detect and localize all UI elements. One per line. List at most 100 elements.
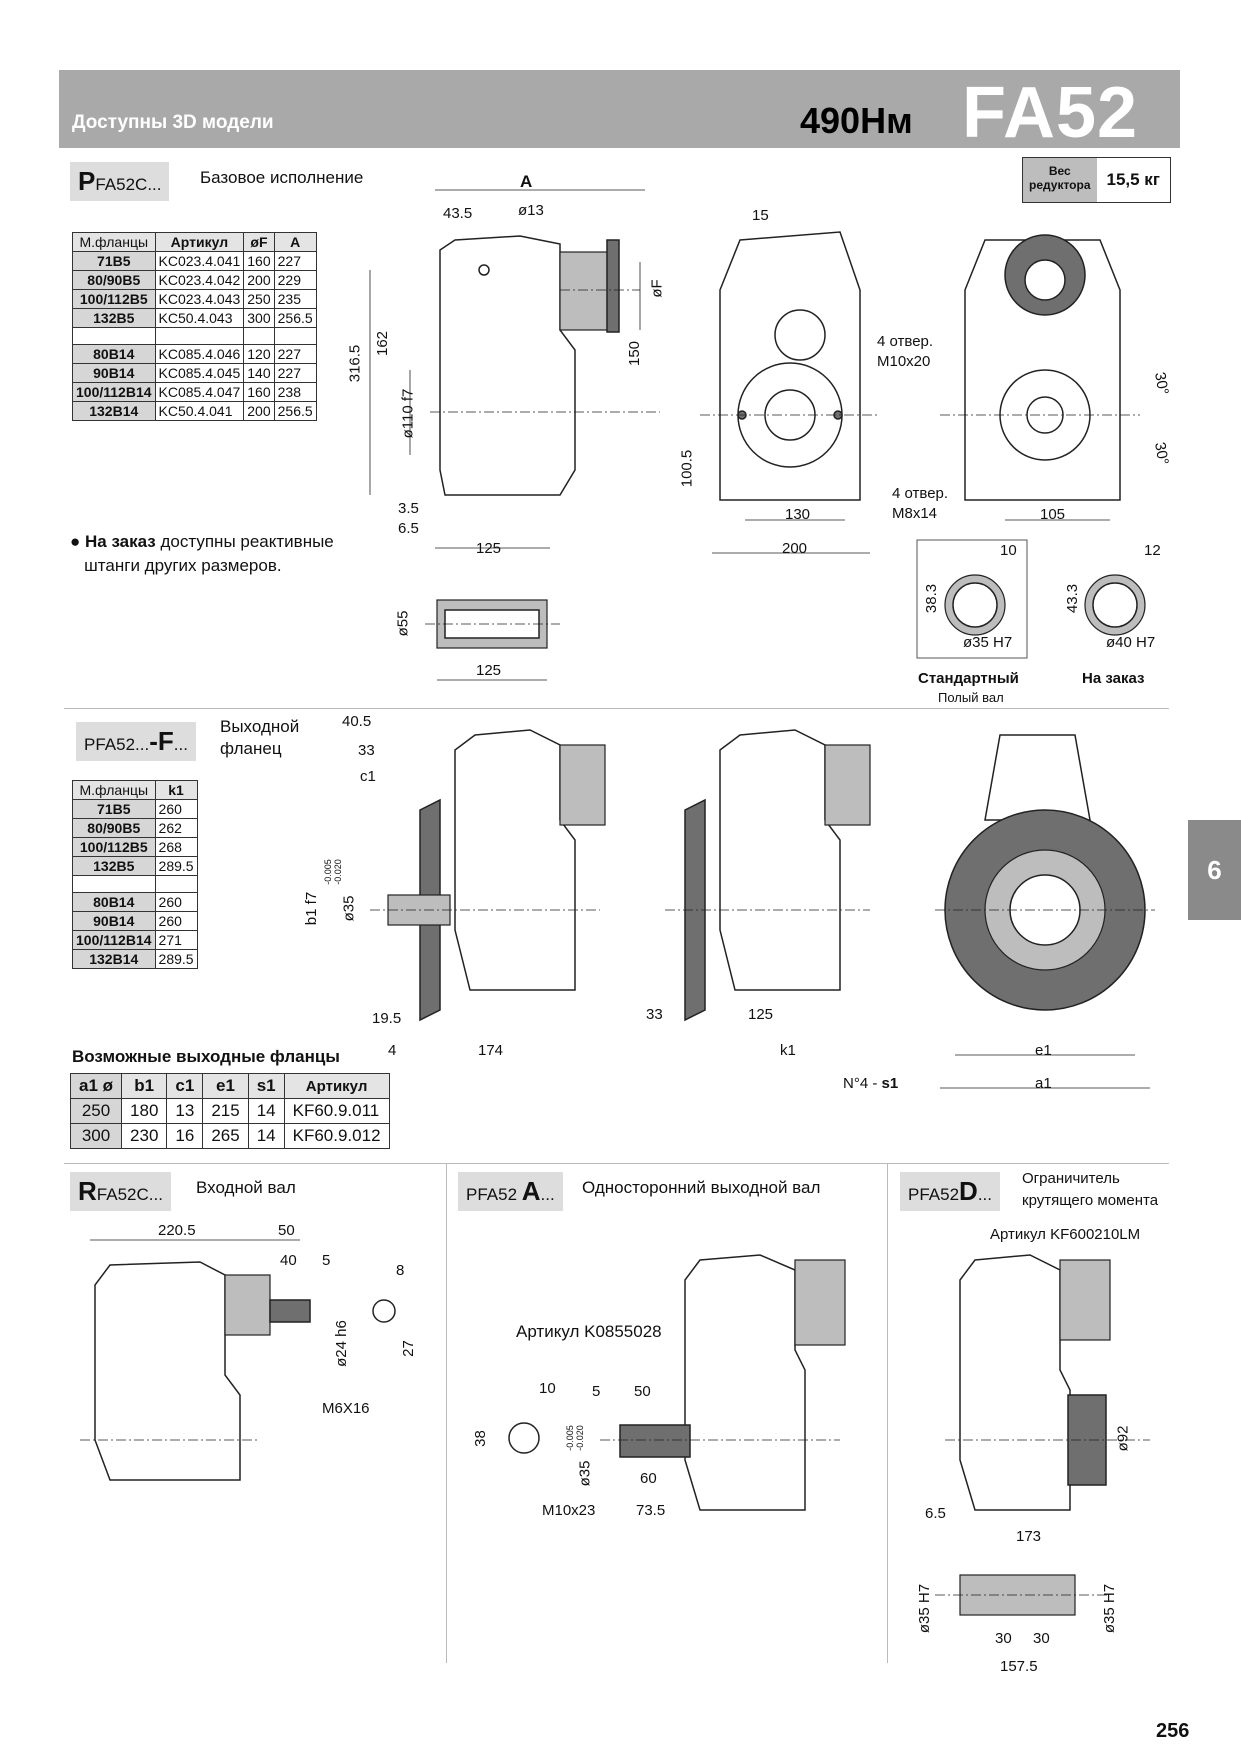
header-bar <box>59 70 1180 148</box>
section-a-title: Односторонний выходной вал <box>582 1178 821 1197</box>
key-12: 12 <box>1144 542 1161 559</box>
angle-30-a: 30° <box>1151 370 1172 397</box>
dim-a: A <box>520 172 533 191</box>
dim-30-b: 30 <box>1033 1630 1050 1647</box>
dim-73-5: 73.5 <box>636 1502 666 1519</box>
dim-125-f: 125 <box>748 1006 774 1023</box>
section-a-article: Артикул K0855028 <box>516 1322 662 1341</box>
dim-130: 130 <box>785 506 811 523</box>
section-d-tag: PFA52D... <box>900 1172 1000 1211</box>
dim-24h6: ø24 h6 <box>332 1320 350 1367</box>
dim-40-5: 40.5 <box>342 713 372 730</box>
section-p-tag: PFA52C... <box>70 162 170 201</box>
section-p-note: ● На заказ доступны реактивные штанги др… <box>70 532 334 575</box>
tolerance-f: -0.005-0.020 <box>322 859 343 885</box>
dim-50-a: 50 <box>634 1383 651 1400</box>
dim-6-5: 6.5 <box>398 520 419 537</box>
dim-27: 27 <box>399 1340 417 1357</box>
dim-100-5: 100.5 <box>678 449 696 488</box>
dim-d35-a: ø35 <box>576 1460 594 1487</box>
dim-d13: ø13 <box>518 202 544 219</box>
standard-label: Стандартный <box>918 670 1019 687</box>
dim-4: 4 <box>388 1042 397 1059</box>
dim-43-5: 43.5 <box>443 205 473 222</box>
gearbox-side-view <box>369 189 660 549</box>
flange-side-view-2 <box>665 729 871 1022</box>
section-f-tag: PFA52...-F... <box>76 722 196 761</box>
section-a-tag: PFA52 A... <box>458 1172 563 1211</box>
dim-5-r: 5 <box>322 1252 331 1269</box>
page-number: 256 <box>1156 1720 1190 1742</box>
section-p-title: Базовое исполнение <box>200 168 364 187</box>
dim-200: 200 <box>782 540 808 557</box>
dim-e1: e1 <box>1035 1042 1052 1059</box>
gearbox-rear-view <box>940 234 1140 521</box>
keyway-details <box>916 539 1146 659</box>
flange-front-view <box>935 734 1155 1089</box>
dim-33-b: 33 <box>646 1006 663 1023</box>
section-r-tag: RFA52C... <box>70 1172 171 1211</box>
dim-n4s1: N°4 - s1 <box>843 1075 899 1092</box>
order-label: На заказ <box>1082 670 1145 687</box>
flange-side-view-1 <box>370 729 606 1022</box>
chapter-tab: 6 <box>1188 820 1241 920</box>
holes-note-2: 4 отвер.M8x14 <box>892 485 949 522</box>
header-model: FA52 <box>962 73 1139 153</box>
dim-df: øF <box>648 279 666 298</box>
dim-220-5: 220.5 <box>158 1222 196 1239</box>
dim-5-a: 5 <box>592 1383 601 1400</box>
dim-3-5: 3.5 <box>398 500 419 517</box>
dim-150: 150 <box>626 340 644 367</box>
dim-125-b: 125 <box>476 662 502 679</box>
dim-105: 105 <box>1040 506 1066 523</box>
dim-10-a: 10 <box>539 1380 556 1397</box>
divider-1 <box>64 708 1169 709</box>
holes-note-1: 4 отвер.M10x20 <box>877 333 934 370</box>
header-subtitle: Доступны 3D модели <box>72 112 274 133</box>
dim-8-r: 8 <box>396 1262 405 1279</box>
single-output-shaft-view <box>508 1254 846 1511</box>
dim-40-r: 40 <box>280 1252 297 1269</box>
dim-d35: ø35 <box>340 895 358 922</box>
hollow-shaft-section <box>425 599 560 681</box>
dim-m6x16: M6X16 <box>322 1400 370 1417</box>
dim-k1: k1 <box>780 1042 796 1059</box>
dim-50-r: 50 <box>278 1222 295 1239</box>
angle-30-b: 30° <box>1151 440 1172 467</box>
dim-b1f7: b1 f7 <box>303 891 321 926</box>
key-38-3: 38.3 <box>923 583 941 614</box>
key-35h7: ø35 H7 <box>963 634 1013 651</box>
dim-162: 162 <box>374 330 392 357</box>
dim-15: 15 <box>752 207 769 224</box>
dim-30-a: 30 <box>995 1630 1012 1647</box>
dim-c1: c1 <box>360 768 376 785</box>
dim-38-a: 38 <box>471 1430 489 1447</box>
dim-60-a: 60 <box>640 1470 657 1487</box>
dim-125: 125 <box>476 540 502 557</box>
divider-v1 <box>446 1163 447 1663</box>
hollow-shaft-label: Полый вал <box>938 690 1004 705</box>
dim-a1: a1 <box>1035 1075 1052 1092</box>
